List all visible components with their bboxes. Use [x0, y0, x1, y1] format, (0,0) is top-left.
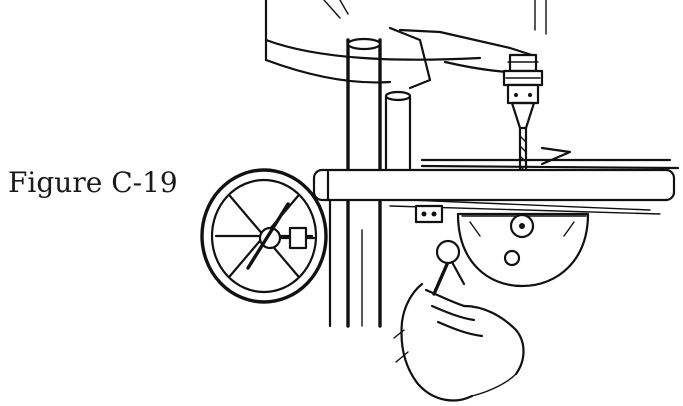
drill-press-illustration [190, 0, 683, 406]
drill-bit [518, 126, 528, 178]
column [328, 37, 412, 328]
drill-head [264, 0, 547, 90]
hand [393, 282, 525, 402]
crank-handle [432, 239, 466, 296]
table [312, 146, 680, 215]
chuck [502, 53, 544, 130]
figure-caption: Figure C-19 [8, 166, 178, 199]
tilt-scale [414, 204, 590, 288]
handwheel [200, 168, 328, 304]
